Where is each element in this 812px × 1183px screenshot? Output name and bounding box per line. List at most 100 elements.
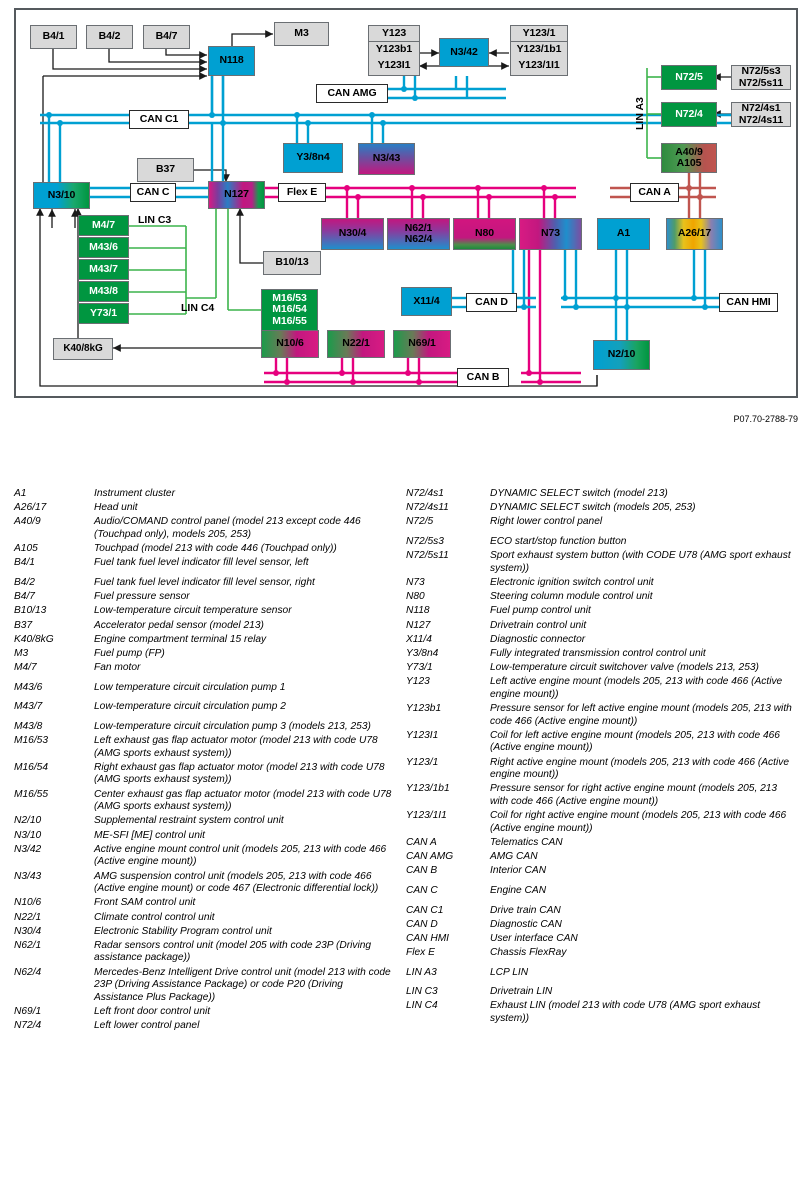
node-a40-9-a105[interactable]: A40/9 A105: [661, 143, 717, 173]
legend-key: N72/5s3: [406, 535, 444, 547]
legend-description: Supplemental restraint system control un…: [94, 815, 284, 827]
legend-description: Exhaust LIN (model 213 with code U78 (AM…: [490, 1000, 761, 1025]
bus-label-can-hmi[interactable]: CAN HMI: [719, 293, 778, 312]
node-n118[interactable]: N118: [208, 46, 255, 76]
legend-key: N62/1: [14, 939, 42, 951]
legend-key: Y73/1: [406, 662, 433, 674]
node-n3-10[interactable]: N3/10: [33, 182, 90, 209]
bus-label-text: CAN A: [638, 185, 671, 198]
legend-description: Drive train CAN: [490, 904, 561, 916]
node-b37[interactable]: B37: [137, 158, 194, 182]
legend-key: M16/53: [14, 735, 48, 747]
node-b4-1[interactable]: B4/1: [30, 25, 77, 49]
node-label: Y123/1I1: [518, 59, 560, 72]
legend-key: N3/10: [14, 829, 42, 841]
legend-description: Low-temperature circuit switchover valve…: [490, 662, 759, 674]
node-n3-43[interactable]: N3/43: [358, 143, 415, 175]
node-label: A1: [616, 227, 631, 240]
node-n72-5-switches[interactable]: N72/5s3 N72/5s11: [731, 65, 791, 90]
legend-description: Touchpad (model 213 with code 446 (Touch…: [94, 543, 337, 555]
node-label: N72/4: [675, 107, 703, 120]
node-n69-1[interactable]: N69/1: [393, 330, 451, 358]
node-y123-1-group[interactable]: Y123/1 Y123/1b1 Y123/1I1: [510, 25, 568, 76]
legend-description: Left exhaust gas flap actuator motor (mo…: [94, 735, 378, 759]
node-n2-10[interactable]: N2/10: [593, 340, 650, 370]
node-m43-6[interactable]: M43/6: [78, 237, 129, 258]
node-n30-4[interactable]: N30/4: [321, 218, 384, 250]
node-label: N3/43: [372, 152, 401, 165]
legend-key: Flex E: [406, 947, 435, 959]
legend-row: M16/53 Left exhaust gas flap actuator mot…: [14, 735, 406, 760]
node-n73[interactable]: N73: [519, 218, 582, 250]
diagram-frame: B4/1 B4/2 B4/7 M3 N118 Y123 Y123b1 Y123I…: [14, 8, 798, 398]
legend-key: B37: [14, 619, 33, 631]
legend-description: Fuel pressure sensor: [94, 591, 190, 603]
legend-description: Electronic ignition switch control unit: [490, 576, 654, 588]
legend-key: N3/43: [14, 870, 42, 882]
legend-description: Drivetrain LIN: [490, 986, 553, 998]
node-m43-8[interactable]: M43/8: [78, 281, 129, 302]
node-m4-7[interactable]: M4/7: [78, 215, 129, 236]
node-n62-group[interactable]: N62/1 N62/4: [387, 218, 450, 250]
bus-label-text: CAN C1: [139, 112, 179, 125]
legend-key: N22/1: [14, 911, 42, 923]
node-n80[interactable]: N80: [453, 218, 516, 250]
bus-label-can-c1[interactable]: CAN C1: [129, 110, 189, 129]
legend-description: Fuel tank fuel level indicator fill leve…: [94, 557, 309, 569]
bus-label-flex-e[interactable]: Flex E: [278, 183, 326, 202]
legend-description: Fuel pump (FP): [94, 647, 165, 659]
legend-description: Radar sensors control unit (model 205 wi…: [94, 939, 372, 964]
node-m16-group[interactable]: M16/53 M16/54 M16/55: [261, 289, 318, 331]
bus-label-can-amg[interactable]: CAN AMG: [316, 84, 388, 103]
node-x11-4[interactable]: X11/4: [401, 287, 452, 316]
node-b4-7[interactable]: B4/7: [143, 25, 190, 49]
bus-label-can-a[interactable]: CAN A: [630, 183, 679, 202]
node-k40-8kg[interactable]: K40/8kG: [53, 338, 113, 360]
node-b10-13[interactable]: B10/13: [263, 251, 321, 275]
bus-label-can-b[interactable]: CAN B: [457, 368, 509, 387]
bus-label-can-d[interactable]: CAN D: [466, 293, 517, 312]
node-b4-2[interactable]: B4/2: [86, 25, 133, 49]
node-y3-8n4[interactable]: Y3/8n4: [283, 143, 343, 173]
legend-description: Low-temperature circuit circulation pump…: [94, 720, 371, 732]
legend-description: DYNAMIC SELECT switch (model 213): [490, 488, 668, 499]
node-n72-4-switches[interactable]: N72/4s1 N72/4s11: [731, 102, 791, 127]
node-y123-group[interactable]: Y123 Y123b1 Y123I1: [368, 25, 420, 76]
node-n72-4[interactable]: N72/4: [661, 102, 717, 127]
legend-description: Center exhaust gas flap actuator motor (…: [94, 788, 392, 813]
node-y73-1[interactable]: Y73/1: [78, 303, 129, 324]
node-a26-17[interactable]: A26/17: [666, 218, 723, 250]
node-label: N2/10: [607, 348, 636, 361]
lin-a3-text: LIN A3: [634, 97, 646, 130]
node-n72-5[interactable]: N72/5: [661, 65, 717, 90]
node-m43-7[interactable]: M43/7: [78, 259, 129, 280]
legend-key: M16/55: [14, 788, 48, 800]
node-m3[interactable]: M3: [274, 22, 329, 46]
legend-description: Fully integrated transmission control co…: [490, 647, 706, 659]
legend-description: LCP LIN: [490, 966, 529, 978]
legend-description: Coil for right active engine mount (mode…: [490, 810, 787, 834]
node-n127[interactable]: N127: [208, 181, 265, 209]
node-n22-1[interactable]: N22/1: [327, 330, 385, 358]
node-n10-6[interactable]: N10/6: [261, 330, 319, 358]
legend-description: Mercedes-Benz Intelligent Drive control …: [94, 966, 391, 1003]
legend-key: LIN A3: [406, 966, 437, 978]
node-n3-42[interactable]: N3/42: [439, 38, 489, 67]
node-a1[interactable]: A1: [597, 218, 650, 250]
legend-description: Pressure sensor for right active engine …: [490, 783, 778, 807]
lin-c4-text: LIN C4: [181, 302, 215, 314]
bus-label-can-c[interactable]: CAN C: [130, 183, 176, 202]
